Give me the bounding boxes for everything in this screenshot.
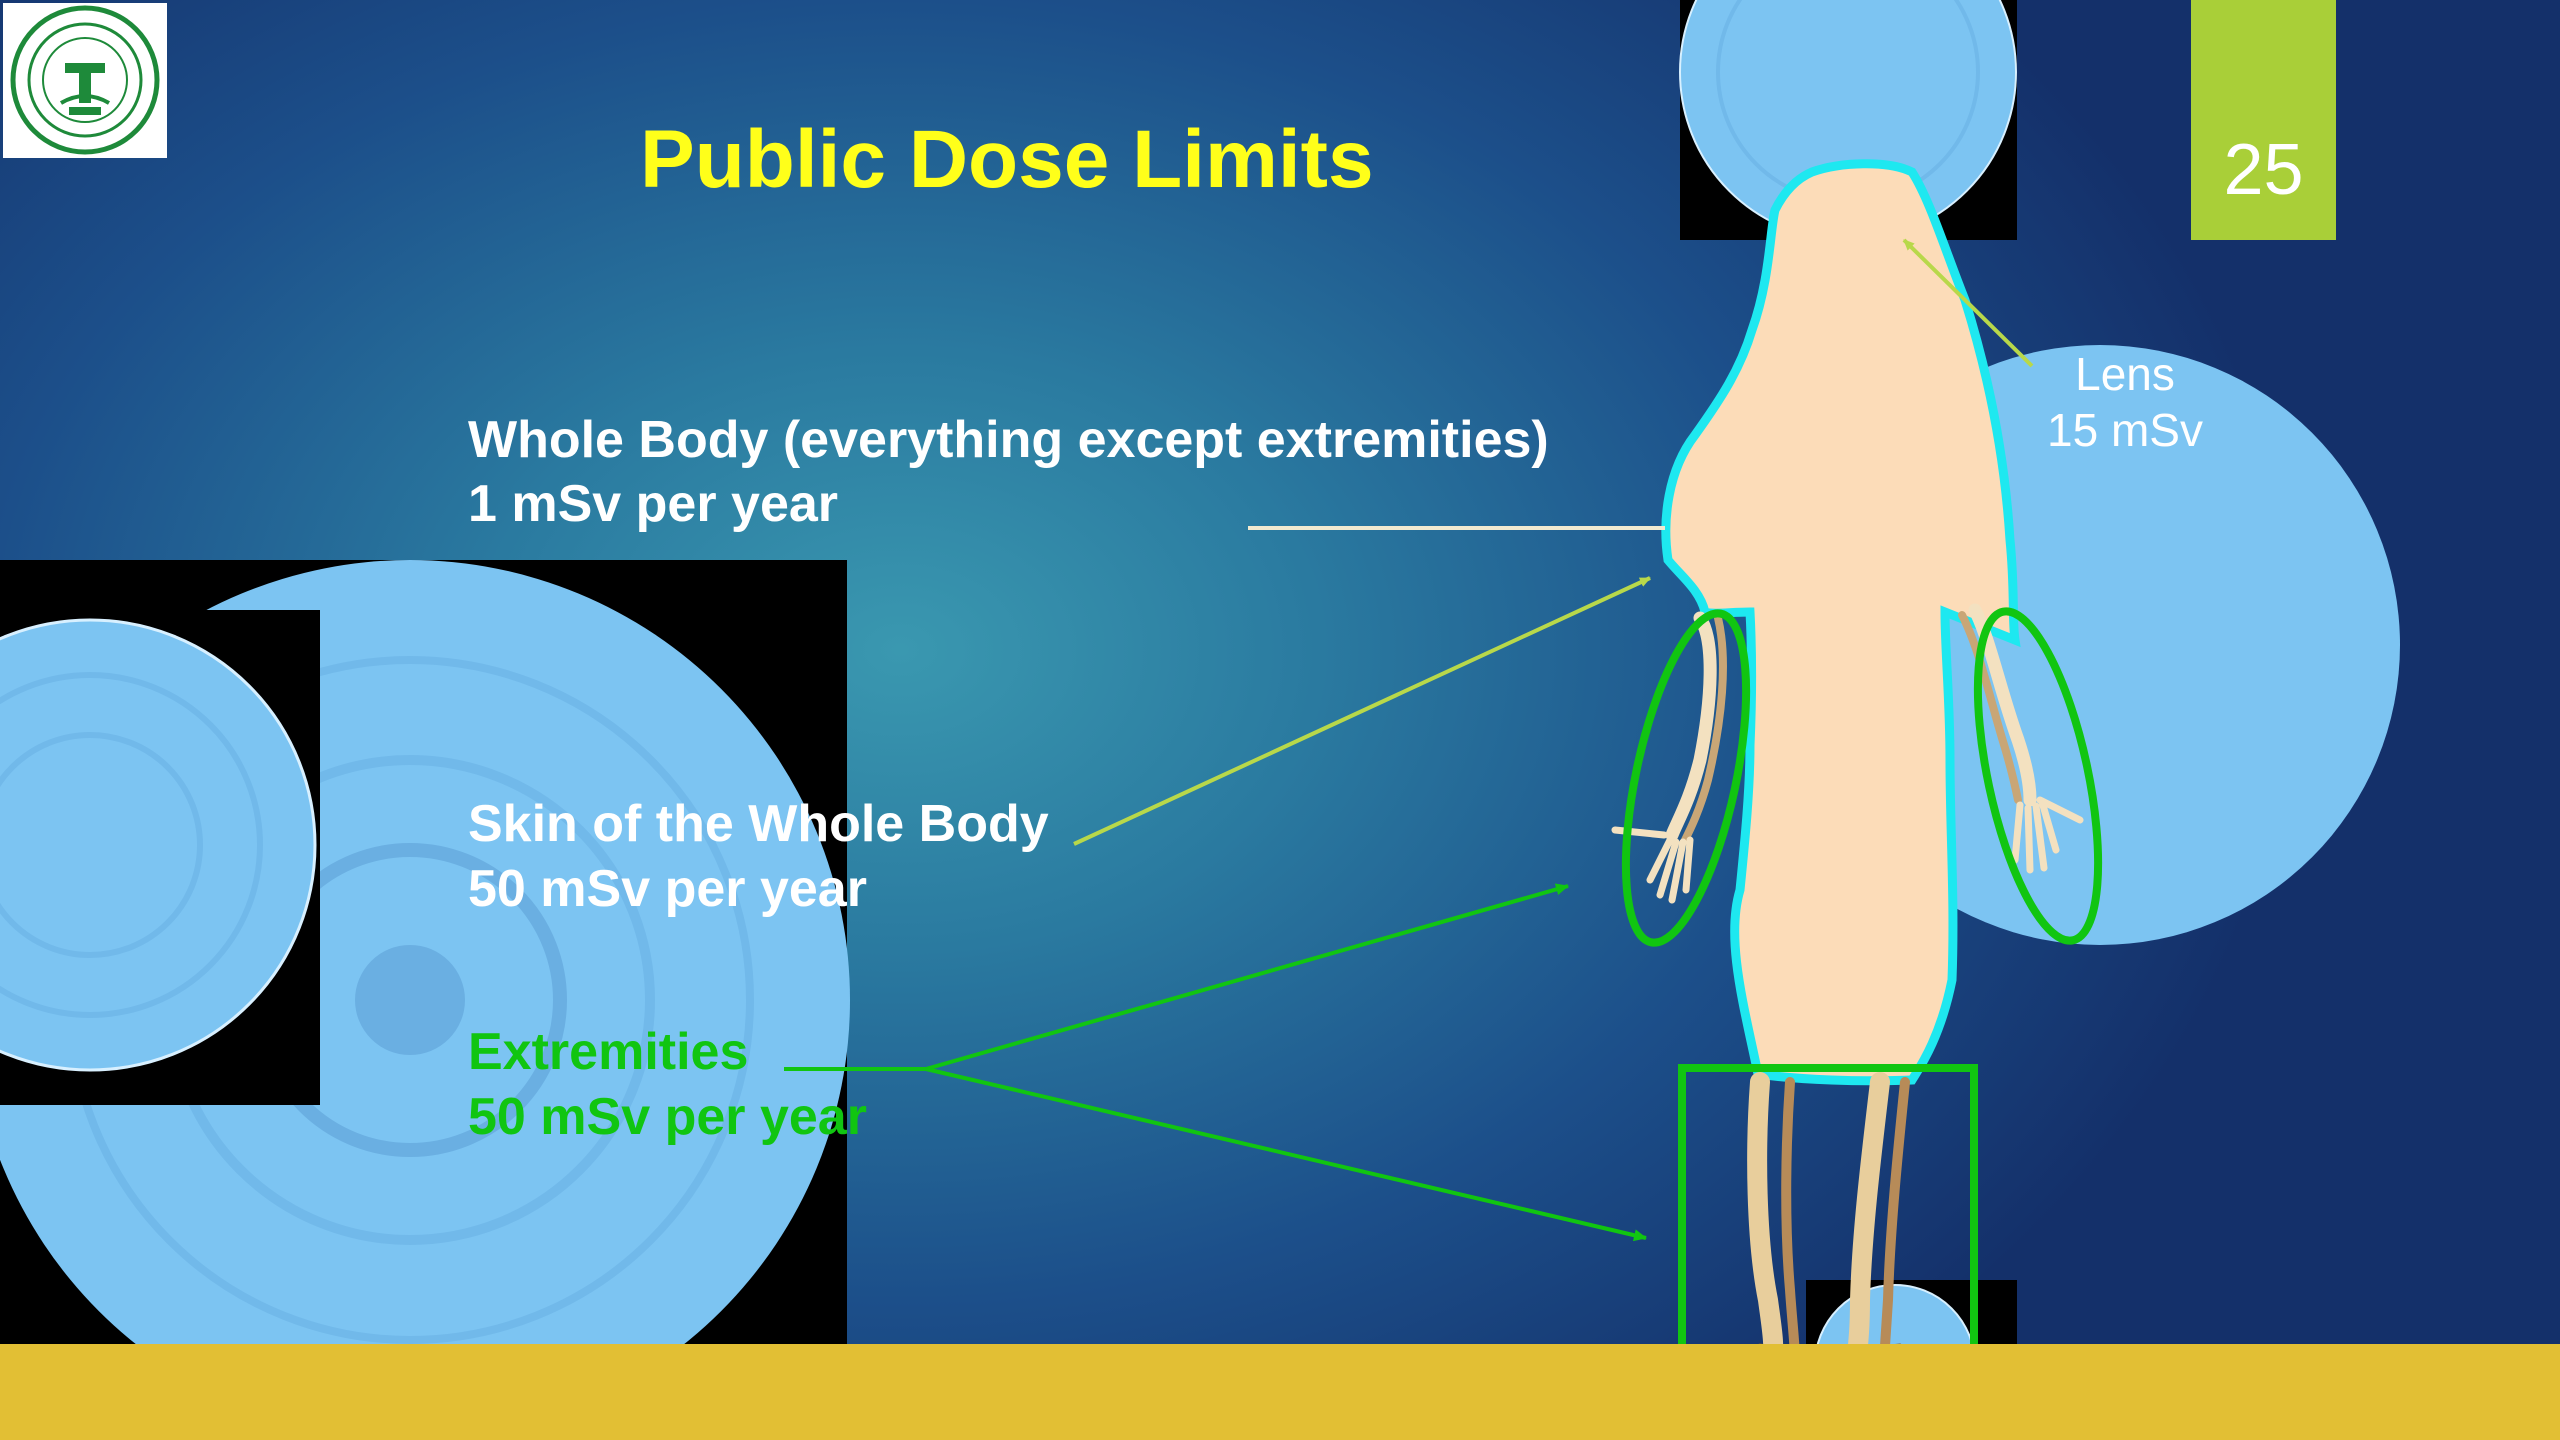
extremities-label: Extremities <box>468 1020 748 1084</box>
page-number-box: 25 <box>2191 0 2336 240</box>
skin-pointer <box>1074 578 1650 844</box>
lens-label: Lens 15 mSv <box>2040 346 2210 458</box>
aerb-emblem-icon <box>3 3 167 158</box>
page-number: 25 <box>2191 130 2336 210</box>
skin-dose: 50 mSv per year <box>468 857 867 921</box>
slide-title: Public Dose Limits <box>640 112 1374 208</box>
whole-body-dose: 1 mSv per year <box>468 472 838 536</box>
aerb-logo <box>3 3 167 158</box>
footer-bar <box>0 1344 2560 1440</box>
left-decor <box>0 560 850 1440</box>
whole-body-label: Whole Body (everything except extremitie… <box>468 408 1549 472</box>
extremities-pointers <box>784 886 1646 1238</box>
skin-label: Skin of the Whole Body <box>468 792 1049 856</box>
lens-title: Lens <box>2040 346 2210 402</box>
lens-dose: 15 mSv <box>2040 402 2210 458</box>
extremities-dose: 50 mSv per year <box>468 1085 867 1149</box>
